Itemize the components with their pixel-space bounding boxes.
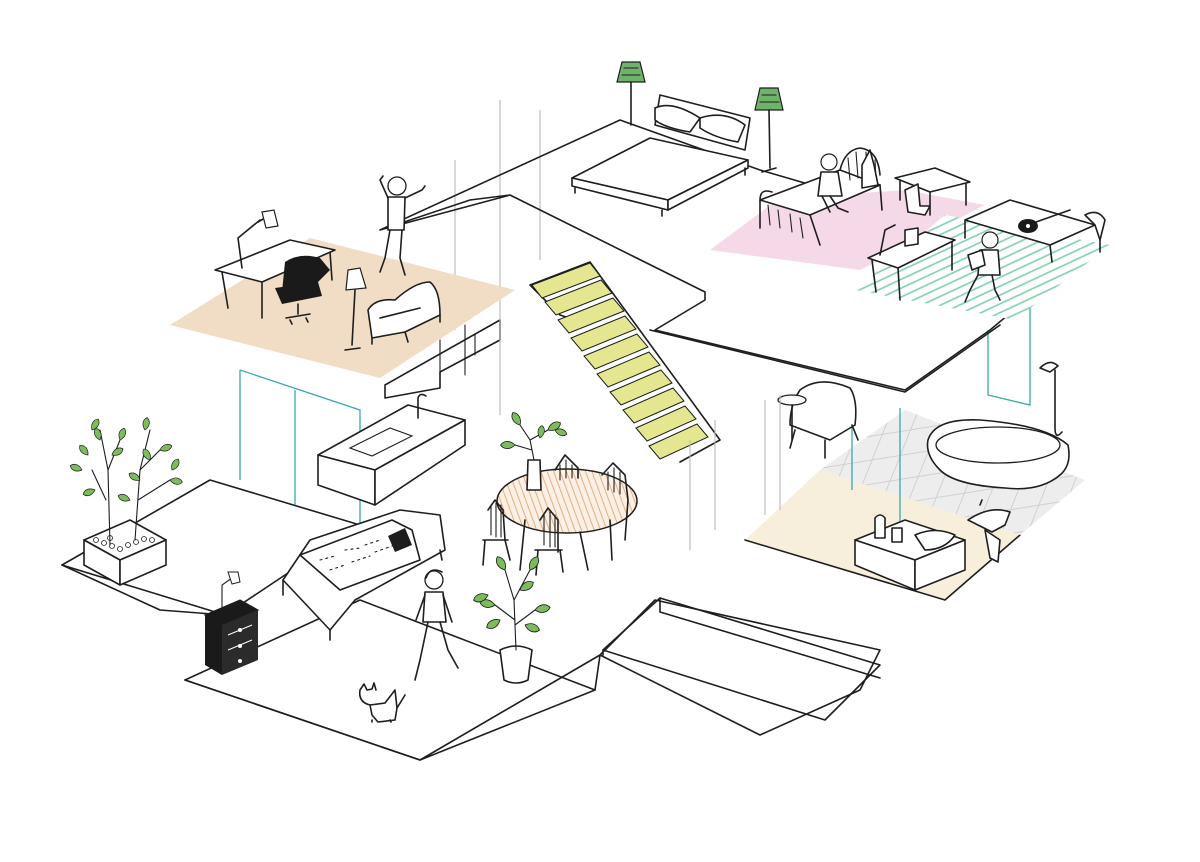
side-table — [894, 167, 971, 216]
guitar-icon — [1018, 209, 1071, 233]
ground-floor — [61, 100, 1085, 761]
armchair — [367, 281, 441, 345]
cushion-icon — [388, 528, 412, 552]
kids-desk — [867, 224, 956, 301]
person-icon — [964, 231, 1001, 303]
office-chair — [275, 255, 330, 325]
staircase-icon — [529, 261, 721, 463]
planter-with-trees — [68, 416, 184, 586]
bed-icon — [571, 94, 751, 217]
sofa — [282, 509, 446, 641]
bunny-toy-icon — [861, 149, 879, 189]
upper-floor — [170, 61, 1110, 393]
bathtub-icon — [926, 419, 1070, 490]
study-desk — [214, 209, 336, 319]
entry-tile-floor — [602, 597, 881, 721]
person-icon — [414, 569, 459, 681]
daybed — [759, 147, 883, 246]
washbasin — [967, 499, 1011, 563]
chest-of-drawers — [203, 571, 260, 675]
floor-lamp-icon — [344, 289, 361, 351]
desk-lamp-icon — [879, 224, 896, 256]
lamp-icon — [616, 61, 784, 173]
cat-icon — [358, 682, 406, 723]
bath-bench — [854, 514, 966, 591]
single-bed — [964, 199, 1106, 263]
kitchen-island — [317, 393, 466, 506]
ground-floor-front-edge — [184, 679, 596, 761]
lounge-chair — [777, 381, 859, 459]
person-icon — [379, 175, 426, 276]
dining-set — [482, 410, 638, 576]
shower-icon — [1054, 369, 1063, 436]
potted-plant — [471, 554, 552, 684]
desk-lamp-icon — [221, 577, 233, 613]
